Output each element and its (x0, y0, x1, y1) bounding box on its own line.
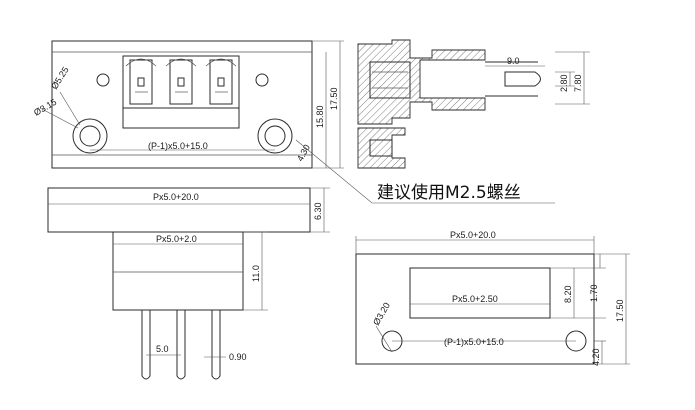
height-4-30-label: 4.30 (295, 143, 312, 163)
pin-tip (504, 71, 541, 87)
dia-inner-label: Ø3.15 (32, 97, 58, 118)
side-view: 9.0 2.80 7.80 (357, 39, 590, 169)
panel-hole-pitch-label: (P-1)x5.0+15.0 (444, 337, 504, 347)
side-housing-section (357, 39, 486, 125)
bottom-pin-width-label: 0.90 (229, 352, 247, 362)
panel-outline (355, 253, 595, 365)
side-plug-section (357, 127, 406, 169)
height-15-80-label: 15.80 (315, 105, 325, 128)
front-pitch-label: (P-1)x5.0+15.0 (148, 141, 208, 151)
panel-h-17-50-label: 17.50 (615, 299, 625, 322)
panel-window-width-label: Px5.0+2.50 (452, 294, 498, 304)
panel-h-1-70-label: 1.70 (589, 284, 599, 302)
bottom-h-11-0-label: 11.0 (251, 265, 261, 282)
bottom-h-6-30-label: 6.30 (313, 202, 323, 220)
bottom-width-total-label: Px5.0+20.0 (153, 192, 199, 202)
front-view: Ø5.25 Ø3.15 (P-1)x5.0+15.0 15.80 17.50 4… (32, 40, 344, 169)
small-hole-right (255, 73, 269, 87)
front-body-outline (51, 40, 313, 169)
bottom-body (112, 231, 244, 311)
panel-cutout: Px5.0+20.0 Px5.0+2.50 (P-1)x5.0+15.0 Ø3.… (355, 230, 630, 366)
side-len-9-0-label: 9.0 (507, 56, 520, 66)
bottom-view: Px5.0+20.0 6.30 Px5.0+2.0 11.0 5.0 0.90 (47, 187, 330, 380)
panel-hole-dia-label: Ø3.20 (371, 301, 392, 327)
panel-h-8-20-label: 8.20 (563, 285, 573, 303)
side-h-7-80-label: 7.80 (573, 74, 583, 92)
mount-hole-left (72, 118, 108, 154)
note-leader (295, 139, 555, 204)
small-hole-left (96, 73, 110, 87)
screw-note: 建议使用M2.5螺丝 (377, 182, 521, 203)
bottom-width-body-label: Px5.0+2.0 (156, 234, 197, 244)
terminal-block (122, 55, 240, 129)
panel-width-total-label: Px5.0+20.0 (450, 230, 496, 240)
mount-hole-right (257, 118, 293, 154)
bottom-pins (141, 310, 221, 380)
panel-window (409, 267, 551, 319)
height-17-50-label: 17.50 (329, 87, 339, 110)
panel-h-4-20-label: 4.20 (591, 348, 601, 366)
side-h-2-80-label: 2.80 (559, 74, 569, 92)
bottom-pitch-label: 5.0 (156, 344, 169, 354)
